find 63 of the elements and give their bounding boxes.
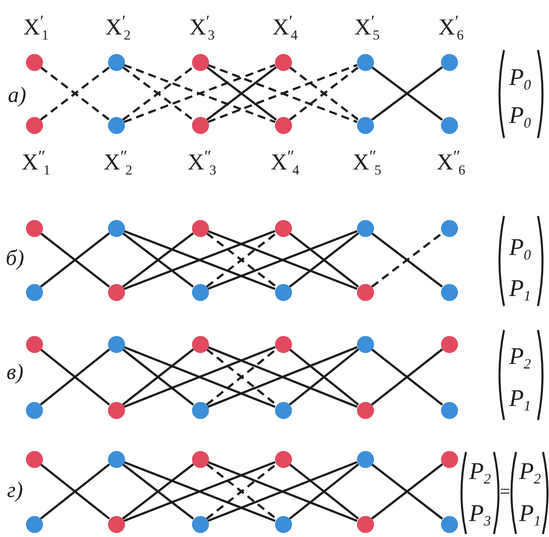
node-dot <box>108 450 124 468</box>
node-dot <box>274 54 292 70</box>
node-dot <box>192 336 208 352</box>
node-dot <box>108 220 124 236</box>
node-dot <box>356 54 374 70</box>
node-dot <box>356 336 374 352</box>
node-dot <box>356 450 374 468</box>
matrix-entry: P$_{0}$ <box>509 104 531 128</box>
node-dot <box>108 402 124 418</box>
node-dot <box>26 116 42 134</box>
node-dot <box>26 450 42 468</box>
node-dot <box>26 336 42 352</box>
node-dot <box>440 402 458 418</box>
node-dot <box>440 116 458 134</box>
node-dot <box>274 336 292 352</box>
matrix-entry: P$_{0}$ <box>509 236 531 260</box>
node-dot <box>108 516 124 532</box>
node-dot <box>192 116 208 134</box>
panel-letter: в) <box>6 361 24 383</box>
matrix-entry: P$_{0}$ <box>509 66 531 90</box>
node-dot <box>274 450 292 468</box>
node-dot <box>192 402 208 418</box>
node-dot <box>440 336 458 352</box>
node-dot <box>440 450 458 468</box>
node-dot <box>356 116 374 134</box>
matrix-entry: P$_{1}$ <box>509 387 531 411</box>
node-dot <box>108 284 124 300</box>
node-dot <box>440 220 458 236</box>
node-dot <box>274 116 292 134</box>
node-dot <box>274 220 292 236</box>
node-dot <box>192 516 208 532</box>
node-dot <box>192 450 208 468</box>
panel-letter: г) <box>7 479 23 501</box>
node-dot <box>108 116 124 134</box>
node-dot <box>108 336 124 352</box>
node-dot <box>274 284 292 300</box>
equals-sign: = <box>500 482 510 502</box>
node-dot <box>192 220 208 236</box>
node-dot <box>26 402 42 418</box>
matrix-entry: P$_{3}$ <box>469 502 491 526</box>
node-dot <box>26 220 42 236</box>
node-dot <box>26 516 42 532</box>
panel-letter: а) <box>8 84 26 106</box>
node-dot <box>440 516 458 532</box>
node-dot <box>192 54 208 70</box>
panel-letter: б) <box>6 247 24 269</box>
node-dot <box>108 54 124 70</box>
node-dot <box>192 284 208 300</box>
node-dot <box>356 284 374 300</box>
node-dot <box>274 516 292 532</box>
node-dot <box>440 284 458 300</box>
matrix-entry: P$_{2}$ <box>469 460 491 484</box>
node-dot <box>274 402 292 418</box>
node-dot <box>26 54 42 70</box>
matrix-entry: P$_{2}$ <box>519 460 541 484</box>
node-dot <box>440 54 458 70</box>
node-dot <box>26 284 42 300</box>
node-dot <box>356 220 374 236</box>
node-dot <box>356 516 374 532</box>
matrix-entry: P$_{2}$ <box>509 345 531 369</box>
matrix-entry: P$_{1}$ <box>519 502 541 526</box>
matrix-entry: P$_{1}$ <box>509 277 531 301</box>
node-dot <box>356 402 374 418</box>
